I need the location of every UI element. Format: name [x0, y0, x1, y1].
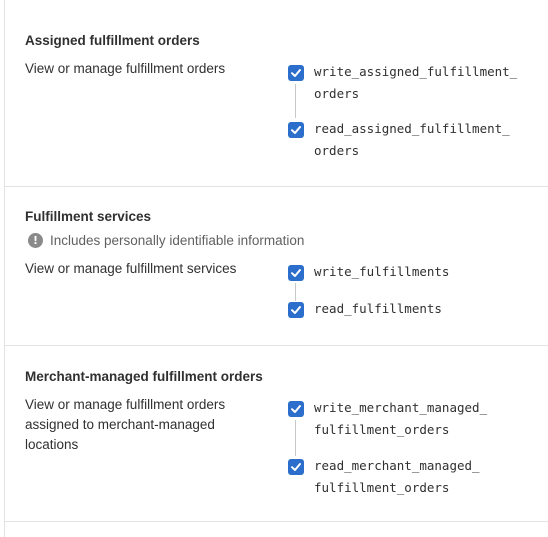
section-description: View or manage fulfillment orders: [25, 61, 226, 76]
scope-checkbox[interactable]: [288, 459, 304, 475]
alert-circle-icon: !: [28, 233, 43, 248]
scope-row-read-merchant-managed-fulfillment-orders[interactable]: read_merchant_managed_ fulfillment_order…: [288, 458, 526, 499]
section-description: View or manage fulfillment orders assign…: [25, 397, 226, 452]
section-description: View or manage fulfillment services: [25, 261, 237, 276]
scope-section-assigned-fulfillment-orders: Assigned fulfillment orders View or mana…: [5, 0, 548, 187]
scope-label: write_merchant_managed_ fulfillment_orde…: [314, 400, 488, 437]
scope-label: write_assigned_fulfillment_ orders: [314, 64, 518, 101]
scope-connector-line: [295, 283, 296, 301]
scope-label: read_assigned_fulfillment_ orders: [314, 121, 510, 158]
scope-label: read_fulfillments: [314, 301, 442, 316]
section-title: Fulfillment services: [25, 209, 152, 224]
section-title: Merchant-managed fulfillment orders: [25, 369, 263, 384]
scope-row-write-assigned-fulfillment-orders[interactable]: write_assigned_fulfillment_ orders: [288, 64, 526, 105]
scope-row-write-fulfillments[interactable]: write_fulfillments: [288, 264, 526, 283]
scope-section-merchant-managed-fulfillment-orders: Merchant-managed fulfillment orders View…: [5, 346, 548, 522]
scope-section-fulfillment-services: Fulfillment services ! Includes personal…: [5, 187, 548, 346]
pii-notice-text: Includes personally identifiable informa…: [50, 233, 305, 248]
scope-row-read-fulfillments[interactable]: read_fulfillments: [288, 301, 526, 320]
scope-checkbox[interactable]: [288, 302, 304, 318]
scopes-panel: Assigned fulfillment orders View or mana…: [4, 0, 548, 537]
scope-checkbox[interactable]: [288, 122, 304, 138]
scope-connector-line: [295, 420, 296, 456]
scope-label: write_fulfillments: [314, 264, 450, 279]
scope-label: read_merchant_managed_ fulfillment_order…: [314, 458, 480, 495]
scope-checkbox[interactable]: [288, 401, 304, 417]
pii-notice: ! Includes personally identifiable infor…: [28, 233, 304, 248]
section-title: Assigned fulfillment orders: [25, 33, 200, 48]
scope-checkbox[interactable]: [288, 65, 304, 81]
scope-checkbox[interactable]: [288, 265, 304, 281]
scope-row-read-assigned-fulfillment-orders[interactable]: read_assigned_fulfillment_ orders: [288, 121, 526, 162]
scope-row-write-merchant-managed-fulfillment-orders[interactable]: write_merchant_managed_ fulfillment_orde…: [288, 400, 526, 441]
scope-connector-line: [295, 84, 296, 118]
